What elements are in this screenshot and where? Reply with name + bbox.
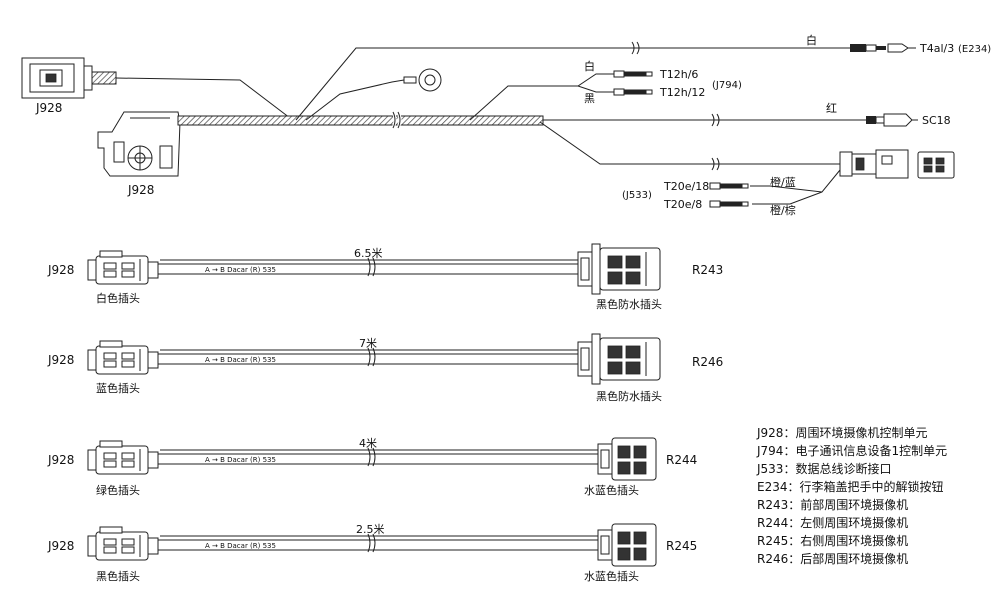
t20e18-label: T20e/18 [663, 180, 709, 193]
cable-left-id: J928 [47, 263, 74, 277]
j533-ref-label: (J533) [622, 190, 652, 201]
j533-diagnostic-connector [839, 149, 955, 179]
left-plug-connector [87, 340, 159, 375]
wire-orange-brown: 橙/棕 [770, 203, 796, 217]
t12h6-label: T12h/6 [659, 68, 698, 81]
wire-black-short: 黑 [584, 92, 595, 105]
cable-r243: J928 A → B Dacar (R) 535 6.5米 R243 白色插头 … [47, 243, 723, 311]
cable-length: 4米 [359, 437, 377, 450]
cable-r244: J928 A → B Dacar (R) 535 4米 R244 绿色插头 水蓝… [47, 437, 697, 497]
cable-marking: A → B Dacar (R) 535 [205, 456, 276, 464]
cable-marking: A → B Dacar (R) 535 [205, 356, 276, 364]
cable-left-id: J928 [47, 539, 74, 553]
t20e8-label: T20e/8 [663, 198, 702, 211]
legend-item-r245: R245：右侧周围环境摄像机 [757, 534, 909, 548]
sc18-label: SC18 [922, 114, 951, 127]
j928-control-unit [97, 111, 181, 177]
cable-length: 2.5米 [356, 523, 385, 536]
cable-right-id: R244 [666, 453, 697, 467]
cable-right-plug: 黑色防水插头 [596, 297, 662, 311]
wire-white-short: 白 [584, 59, 595, 73]
cable-right-id: R246 [692, 355, 723, 369]
e234-ref-label: (E234) [958, 44, 991, 55]
wire-color-red: 红 [826, 102, 837, 115]
cable-left-plug: 蓝色插头 [96, 381, 140, 395]
right-plug-connector [577, 333, 661, 385]
left-plug-connector [87, 526, 159, 561]
j928-lower-label: J928 [127, 183, 154, 197]
wire-color-white: 白 [806, 33, 817, 47]
e234-connector [850, 43, 916, 53]
cable-marking: A → B Dacar (R) 535 [205, 266, 276, 274]
legend-item-r244: R244：左侧周围环境摄像机 [757, 516, 909, 530]
cable-right-plug: 水蓝色插头 [584, 569, 639, 583]
left-plug-connector [87, 440, 159, 475]
wire-orange-blue: 橙/蓝 [770, 175, 796, 189]
right-plug-connector [597, 523, 657, 567]
legend-item-r246: R246：后部周围环境摄像机 [757, 552, 909, 566]
harness-bundle [177, 115, 544, 126]
right-plug-connector [597, 437, 657, 481]
right-plug-connector [577, 243, 661, 295]
left-plug-connector [87, 250, 159, 285]
j794-ref-label: (J794) [712, 80, 742, 91]
j928-upper-label: J928 [35, 101, 62, 115]
legend-item-e234: E234：行李箱盖把手中的解锁按钮 [757, 480, 944, 494]
ground-ring-terminal [403, 68, 442, 92]
cable-length: 7米 [359, 337, 377, 350]
legend-item-r243: R243：前部周围环境摄像机 [757, 498, 909, 512]
cable-left-plug: 黑色插头 [96, 569, 140, 583]
cable-r246: J928 A → B Dacar (R) 535 7米 R246 蓝色插头 黑色… [47, 333, 723, 403]
cable-right-id: R245 [666, 539, 697, 553]
cable-right-plug: 水蓝色插头 [584, 483, 639, 497]
cable-r245: J928 A → B Dacar (R) 535 2.5米 R245 黑色插头 … [47, 523, 697, 583]
t4al3-label: T4al/3 [919, 42, 954, 55]
cable-length: 6.5米 [354, 247, 383, 260]
cable-left-id: J928 [47, 453, 74, 467]
cable-right-plug: 黑色防水插头 [596, 389, 662, 403]
legend-item-j794: J794：电子通讯信息设备1控制单元 [757, 444, 948, 458]
j928-upper-connector [21, 57, 117, 99]
cable-left-plug: 绿色插头 [96, 483, 140, 497]
top-harness: J928 J928 白 T4al/3 [21, 33, 991, 217]
cable-left-plug: 白色插头 [96, 291, 140, 305]
cable-right-id: R243 [692, 263, 723, 277]
sc18-fuse-terminal [866, 113, 918, 127]
legend-item-j928: J928：周围环境摄像机控制单元 [757, 426, 928, 440]
cable-marking: A → B Dacar (R) 535 [205, 542, 276, 550]
t12h12-label: T12h/12 [659, 86, 705, 99]
legend-item-j533: J533：数据总线诊断接口 [757, 462, 892, 476]
cable-left-id: J928 [47, 353, 74, 367]
